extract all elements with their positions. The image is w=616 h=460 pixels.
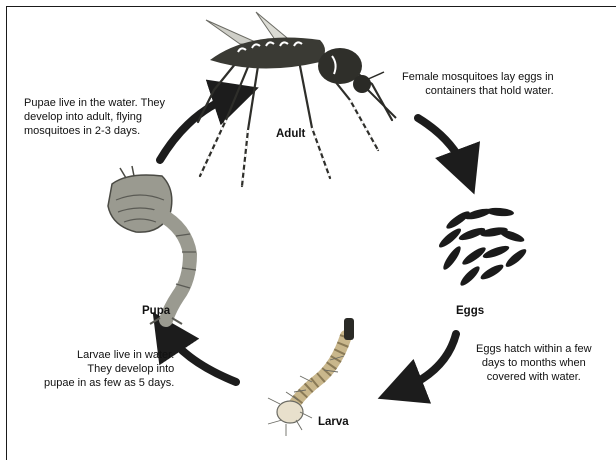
pupa-illustration [108, 166, 196, 324]
stage-label-adult: Adult [276, 128, 305, 140]
eggs-illustration [437, 207, 529, 289]
arrow-adult-to-eggs [418, 118, 466, 172]
stage-label-larva: Larva [318, 416, 349, 428]
arrow-pupa-to-adult [160, 95, 236, 160]
arrow-eggs-to-larva [400, 334, 456, 390]
note-larva-to-pupa: Larvae live in water. They develop into … [44, 348, 174, 390]
note-adult-to-eggs: Female mosquitoes lay eggs in containers… [402, 70, 554, 98]
stage-label-pupa: Pupa [142, 305, 170, 317]
arrow-larva-to-pupa [166, 332, 236, 382]
note-pupa-to-adult: Pupae live in the water. They develop in… [24, 96, 165, 138]
note-eggs-to-larva: Eggs hatch within a few days to months w… [476, 342, 592, 384]
stage-label-eggs: Eggs [456, 305, 484, 317]
